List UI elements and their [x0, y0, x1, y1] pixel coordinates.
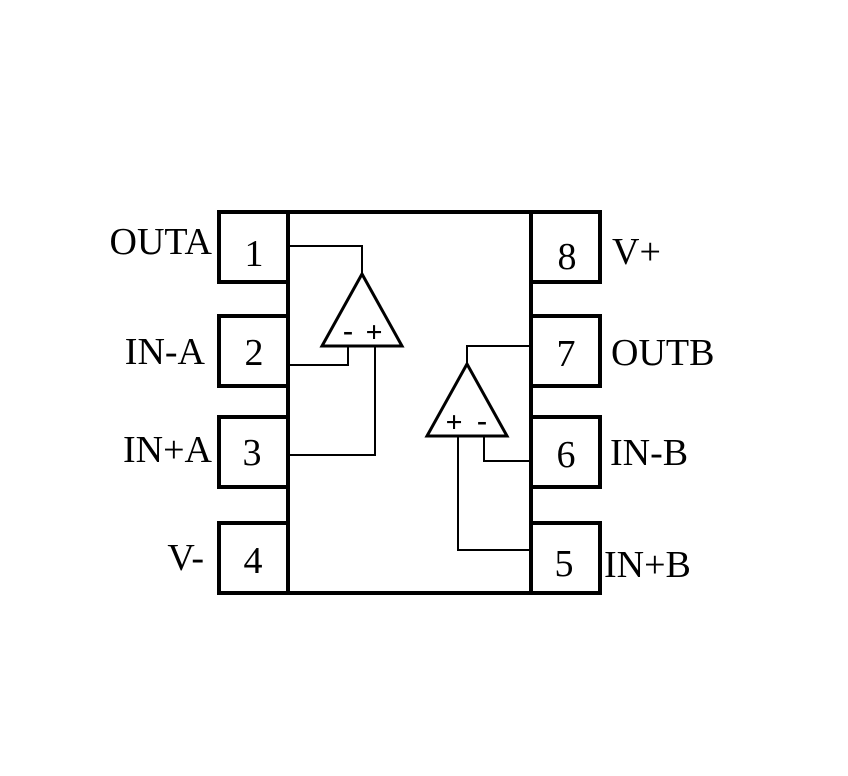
wire-pin-5-to-amp-b-plus [457, 436, 531, 551]
wire-pin-2-to-amp-a-minus [288, 346, 349, 366]
pin-number-1: 1 [245, 233, 264, 275]
pin-label-in-minus-a: IN-A [125, 331, 206, 373]
pin-label-in-plus-b: IN+B [604, 544, 691, 586]
pin-label-v-minus: V- [167, 537, 204, 579]
pin-number-8: 8 [558, 236, 577, 278]
pin-label-in-minus-b: IN-B [610, 432, 688, 474]
op-amp-a-plus-sign: + [365, 316, 382, 349]
op-amp-b-minus-sign: - [477, 404, 487, 437]
pin-number-7: 7 [557, 333, 576, 375]
pin-box-8 [529, 210, 602, 284]
wire-amp-b-output-to-pin-7 [466, 345, 531, 364]
pin-label-outb: OUTB [611, 332, 714, 374]
pin-number-2: 2 [245, 332, 264, 374]
wire-pin-6-to-amp-b-minus [483, 436, 531, 462]
pin-box-5 [529, 521, 602, 595]
pin-label-in-plus-a: IN+A [123, 429, 213, 471]
op-amp-a-triangle [319, 270, 405, 348]
wire-pin-3-to-amp-a-plus [288, 346, 376, 456]
pin-number-6: 6 [557, 434, 576, 476]
wire-amp-a-output-to-pin-1 [288, 245, 363, 274]
pin-label-v-plus: V+ [612, 231, 661, 273]
pin-label-outa: OUTA [110, 221, 213, 263]
ic-body [286, 210, 533, 595]
pin-box-6 [529, 415, 602, 489]
pin-box-2 [217, 314, 290, 388]
pin-number-4: 4 [244, 540, 263, 582]
op-amp-a-minus-sign: - [343, 314, 353, 347]
pin-number-3: 3 [243, 432, 262, 474]
pin-box-3 [217, 415, 290, 489]
op-amp-b-plus-sign: + [445, 406, 462, 439]
pin-box-4 [217, 521, 290, 595]
pin-number-5: 5 [555, 543, 574, 585]
op-amp-b-triangle [424, 360, 510, 438]
pin-box-7 [529, 314, 602, 388]
